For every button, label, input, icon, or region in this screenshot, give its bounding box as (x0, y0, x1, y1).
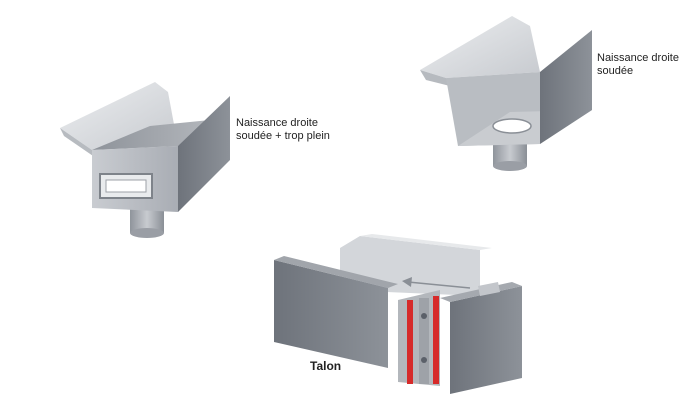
left-panel (274, 260, 388, 368)
label-line1: Naissance droite (236, 117, 318, 129)
outlet-hole (492, 118, 532, 134)
side-wall (540, 30, 592, 144)
insert-arrow (407, 281, 471, 289)
bolt-top (421, 313, 427, 319)
label-line2: soudée (597, 65, 634, 77)
end-cap-assembly (274, 234, 522, 394)
outlet-welded (420, 16, 592, 171)
arrow-head (402, 277, 412, 287)
side-wall (178, 96, 230, 212)
downpipe-end (130, 228, 164, 238)
label-talon: Talon (310, 359, 342, 373)
gasket-left (407, 300, 413, 384)
right-panel (450, 286, 522, 394)
label-line2: soudée + trop plein (236, 130, 330, 142)
label-line1: Naissance droite (597, 52, 679, 64)
label-outlet-overflow: Naissance droite soudée + trop plein (236, 117, 330, 143)
outlet-with-overflow (60, 82, 230, 238)
gasket-right (433, 296, 439, 384)
back-flange (420, 16, 540, 78)
label-outlet-welded: Naissance droite soudée (597, 52, 679, 78)
bolt-bottom (421, 357, 427, 363)
